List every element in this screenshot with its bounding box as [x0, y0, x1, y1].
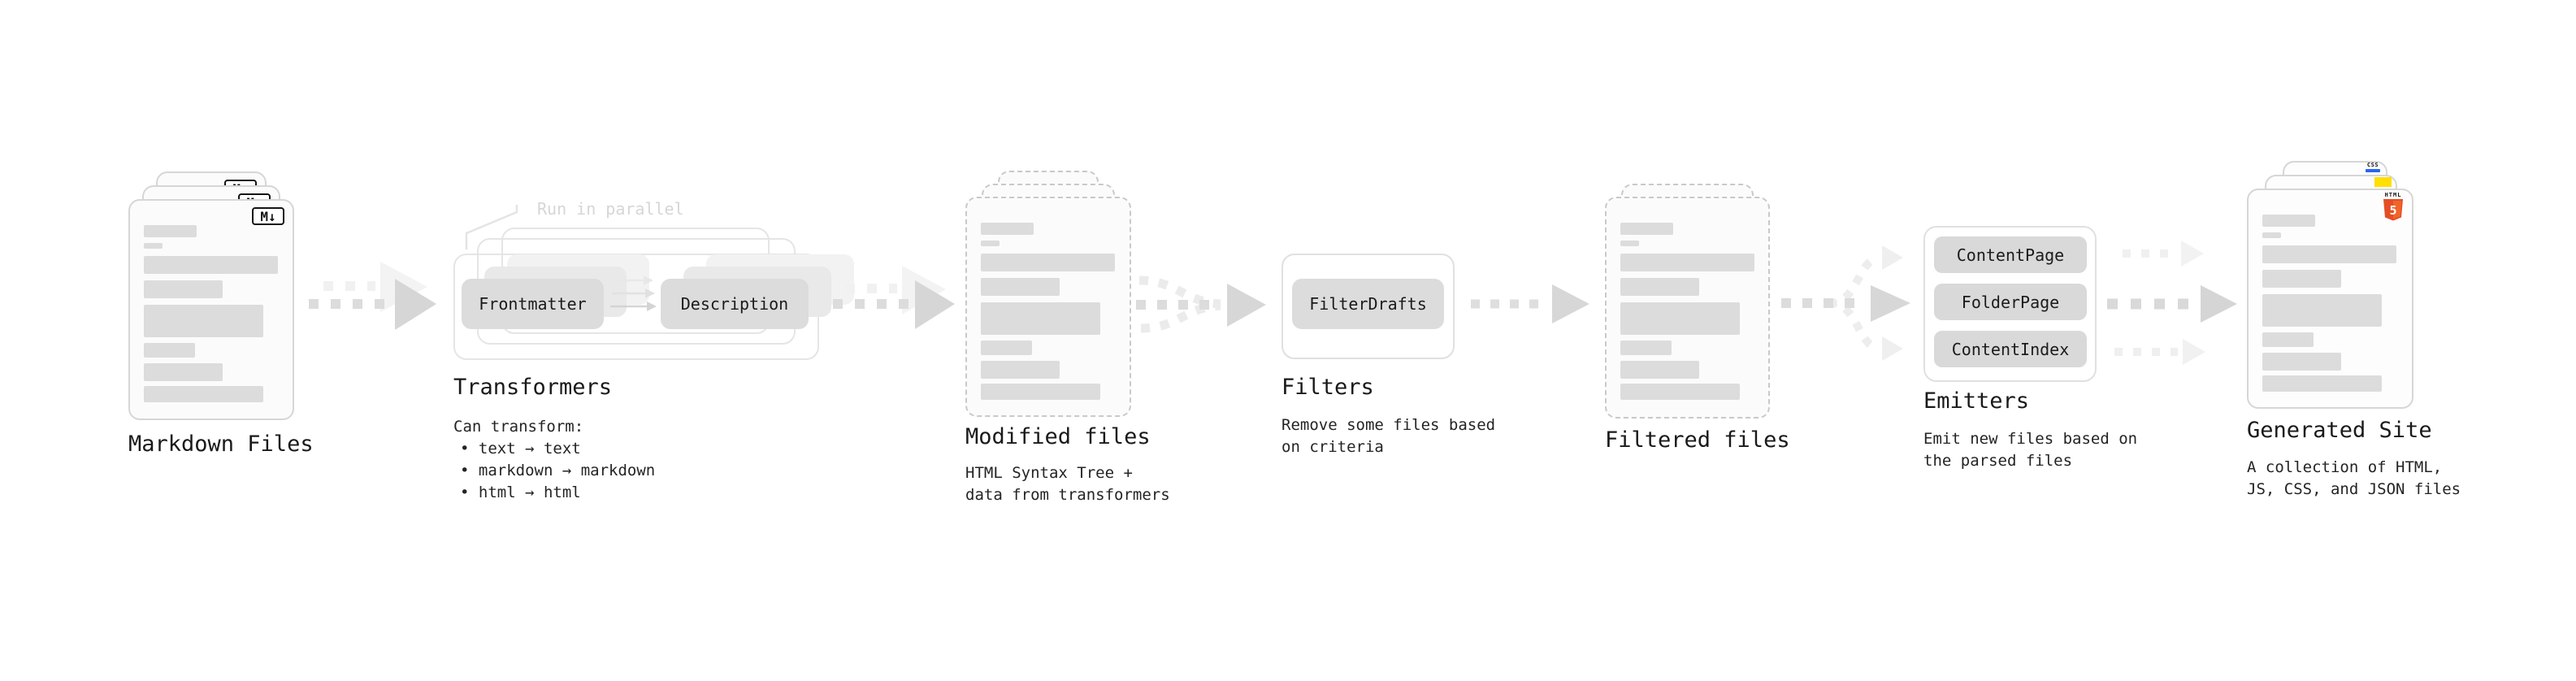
flow-arrow-emitters-to-generated: [2107, 241, 2237, 365]
modified-document-front: [965, 197, 1131, 417]
generated-document-html: [2247, 189, 2413, 409]
placeholder-bar: [144, 363, 223, 381]
flow-arrow-modified-to-filters-fan-in: [1136, 275, 1266, 333]
placeholder-bar: [1620, 241, 1639, 246]
filters-description: Remove some files based on criteria: [1281, 414, 1495, 458]
flow-arrow-filtered-to-emitters-fan-out: [1781, 245, 1910, 361]
description-line: A collection of HTML,: [2247, 458, 2443, 476]
folderpage-box: FolderPage: [1934, 284, 2087, 320]
description-box: Description: [661, 279, 809, 329]
generated-site-description: A collection of HTML, JS, CSS, and JSON …: [2247, 457, 2461, 501]
run-in-parallel-annotation: Run in parallel: [537, 199, 684, 219]
transformers-bullets: • text → text • markdown → markdown • ht…: [460, 438, 655, 504]
placeholder-bar: [144, 225, 197, 237]
placeholder-bar: [981, 223, 1034, 235]
contentpage-box: ContentPage: [1934, 236, 2087, 273]
frontmatter-box: Frontmatter: [462, 279, 604, 329]
description-line: JS, CSS, and JSON files: [2247, 480, 2461, 498]
modified-files-label: Modified files: [965, 424, 1151, 449]
description-line: HTML Syntax Tree +: [965, 464, 1133, 482]
css-badge-text: CSS: [2366, 162, 2379, 168]
placeholder-bar: [1620, 384, 1740, 400]
emitters-label: Emitters: [1923, 388, 2030, 414]
markdown-icon: M↓: [252, 207, 284, 225]
description-line: Remove some files based: [1281, 416, 1496, 434]
generated-site-label: Generated Site: [2247, 418, 2432, 443]
placeholder-bar: [1620, 278, 1699, 296]
placeholder-bar: [2262, 294, 2382, 327]
bullet-item: • html → html: [460, 484, 581, 501]
placeholder-bar: [2262, 232, 2281, 238]
modified-files-description: HTML Syntax Tree + data from transformer…: [965, 462, 1170, 506]
js-icon: [2374, 177, 2392, 187]
placeholder-bar: [1620, 340, 1672, 355]
placeholder-bar: [2262, 245, 2396, 263]
markdown-files-label: Markdown Files: [128, 432, 314, 457]
bullet-item: • markdown → markdown: [460, 462, 656, 479]
placeholder-bar: [981, 361, 1060, 379]
html5-number: 5: [2389, 203, 2396, 218]
placeholder-bar: [144, 343, 195, 358]
placeholder-bar: [981, 384, 1100, 400]
css-badge-bar: [2366, 169, 2380, 172]
transformers-description: Can transform:: [453, 418, 584, 436]
emitters-description: Emit new files based on the parsed files: [1923, 428, 2137, 472]
filters-label: Filters: [1281, 375, 1374, 400]
filtered-document-front: [1605, 197, 1770, 419]
placeholder-bar: [144, 305, 263, 337]
placeholder-bar: [2262, 375, 2382, 392]
placeholder-bar: [2262, 215, 2315, 227]
placeholder-bar: [981, 241, 1000, 246]
transformers-label: Transformers: [453, 375, 613, 400]
description-line: the parsed files: [1923, 452, 2073, 470]
html5-wordmark: HTML: [2384, 192, 2402, 198]
description-line: Emit new files based on: [1923, 430, 2138, 448]
placeholder-bar: [1620, 254, 1754, 271]
markdown-document-front: M↓: [128, 199, 294, 420]
contentindex-box: ContentIndex: [1934, 331, 2087, 367]
placeholder-bar: [144, 256, 278, 274]
html5-icon: HTML 5: [2383, 192, 2404, 221]
placeholder-bar: [144, 386, 263, 402]
css-icon: CSS: [2365, 163, 2381, 172]
html5-shield: 5: [2383, 199, 2403, 221]
placeholder-bar: [981, 254, 1115, 271]
flow-arrow-filters-to-filtered: [1471, 284, 1589, 323]
placeholder-bar: [2262, 353, 2341, 371]
description-line: data from transformers: [965, 486, 1170, 504]
bullet-item: • text → text: [460, 440, 581, 458]
placeholder-bar: [981, 278, 1060, 296]
flow-arrow-markdown-to-transformers: [309, 262, 436, 330]
placeholder-bar: [1620, 361, 1699, 379]
filterdrafts-box: FilterDrafts: [1292, 279, 1444, 329]
filtered-files-label: Filtered files: [1605, 427, 1790, 453]
placeholder-bar: [144, 243, 163, 249]
placeholder-bar: [1620, 223, 1673, 235]
placeholder-bar: [2262, 270, 2341, 288]
placeholder-bar: [981, 340, 1032, 355]
placeholder-bar: [981, 302, 1100, 335]
description-line: on criteria: [1281, 438, 1384, 456]
placeholder-bar: [2262, 332, 2314, 347]
placeholder-bar: [1620, 302, 1740, 335]
placeholder-bar: [144, 280, 223, 298]
